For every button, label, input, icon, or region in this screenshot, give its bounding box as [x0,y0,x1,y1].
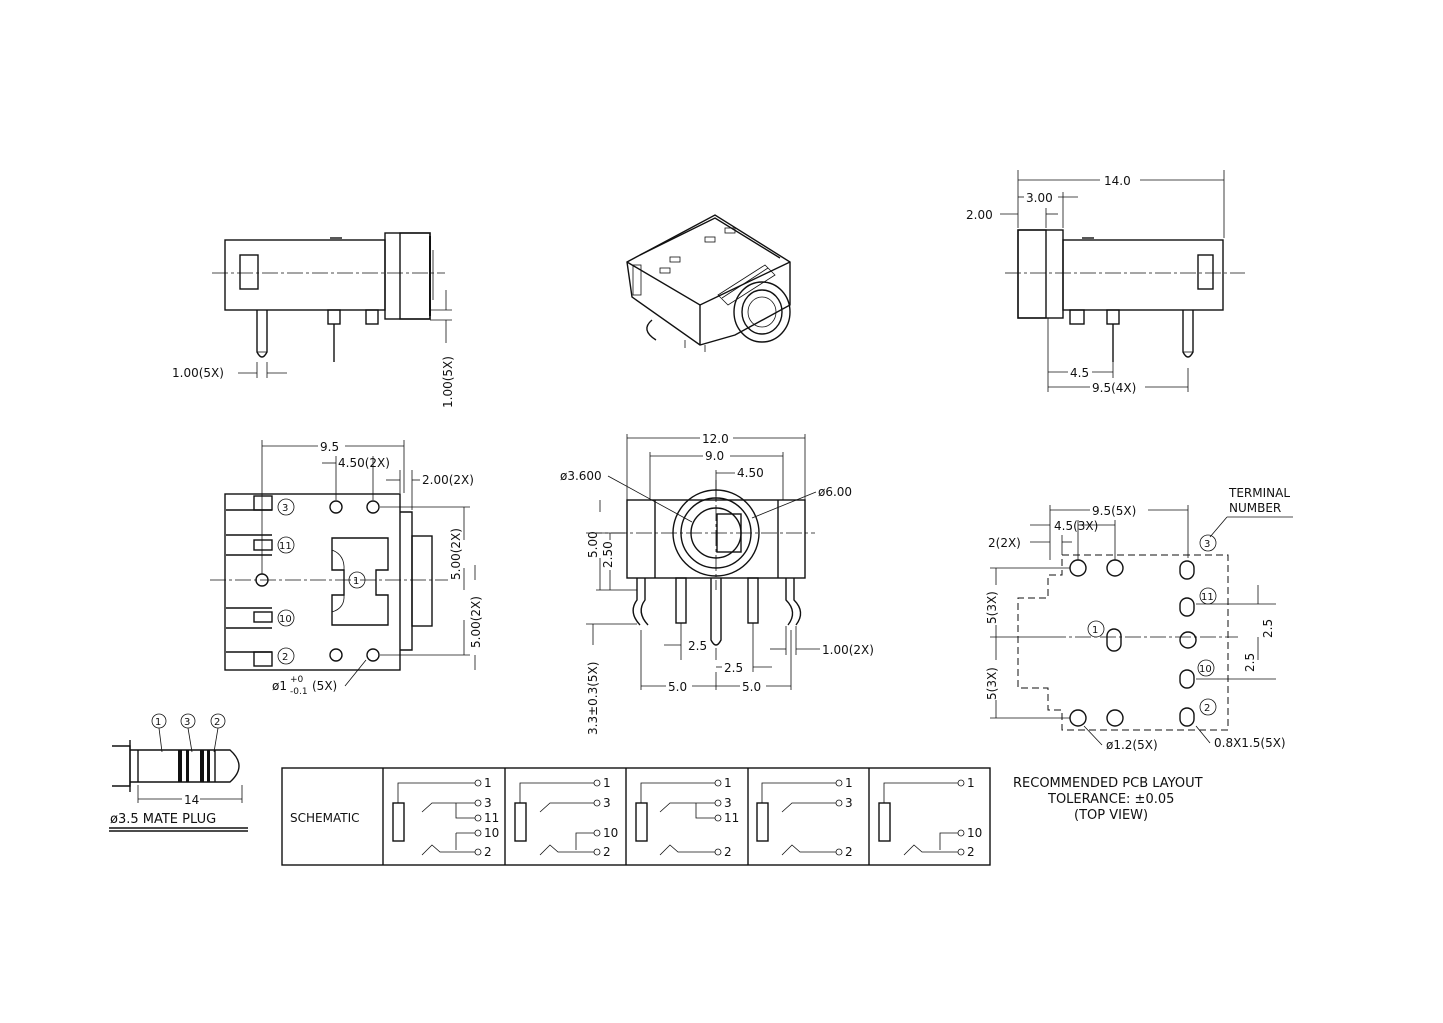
schem4-pin-2: 2 [845,845,853,859]
pcb-title-1: RECOMMENDED PCB LAYOUT [1013,776,1203,791]
top-terminal-2: 2 [282,652,288,663]
schematic-cell-3: 1 3 11 2 [635,776,739,859]
front-90-dim: 9.0 [705,449,724,463]
schem5-pin-1: 1 [967,776,975,790]
schem1-pin-10: 10 [484,826,499,840]
schem4-pin-1: 1 [845,776,853,790]
schem1-pin-1: 1 [484,776,492,790]
top-terminal-1: 1 [353,576,359,587]
top-view: 3 11 1 10 2 9.5 4.50(2X) 2.00(2X) 5.00(2… [210,440,483,697]
front-500-dim: 5.00 [586,531,600,558]
front-120-dim: 12.0 [702,432,729,446]
front-450-dim: 4.50 [737,466,764,480]
side-left-pin-dim: 1.00(5X) [172,366,224,380]
schem2-pin-1: 1 [603,776,611,790]
front-50a-dim: 5.0 [668,680,687,694]
schematic-cell-4: 1 3 2 [756,776,853,859]
pcb-25b-dim: 2.5 [1243,653,1257,672]
front-25a-dim: 2.5 [688,639,707,653]
schematic-cell-5: 1 10 2 [878,776,982,859]
top-450-dim: 4.50(2X) [338,456,390,470]
pcb-layout: 1 3 11 10 2 TERMINAL NUMBER 9.5(5X) 4.5(… [985,486,1293,823]
pcb-terminal-11: 11 [1201,592,1214,603]
schem3-pin-1: 1 [724,776,732,790]
schem1-pin-3: 3 [484,796,492,810]
pcb-95-dim: 9.5(5X) [1092,504,1136,518]
front-d600-dim: ø6.00 [818,485,852,499]
pcb-terminal-2: 2 [1204,703,1210,714]
mate-plug: 1 3 2 14 ø3.5 MATE PLUG [109,713,248,832]
schem1-pin-11: 11 [484,811,499,825]
pcb-45-dim: 4.5(3X) [1054,519,1098,533]
pcb-hole-dim: ø1.2(5X) [1106,738,1158,752]
plug-14-dim: 14 [184,793,199,807]
pcb-terminal-1: 1 [1092,625,1098,636]
top-500b-dim: 5.00(2X) [469,596,483,648]
plug-caption: ø3.5 MATE PLUG [110,812,216,827]
top-hole-count: (5X) [312,679,337,693]
top-terminal-10: 10 [279,614,292,625]
front-25b-dim: 2.5 [724,661,743,675]
side-right-total-dim: 14.0 [1104,174,1131,188]
side-left-vertical-dim: 1.00(5X) [441,356,455,408]
schem5-pin-2: 2 [967,845,975,859]
top-95-dim: 9.5 [320,440,339,454]
pcb-terminal-label-2: NUMBER [1229,501,1281,515]
isometric-view [626,214,791,352]
front-33-dim: 3.3±0.3(5X) [586,662,600,735]
front-50b-dim: 5.0 [742,680,761,694]
pcb-slot-dim: 0.8X1.5(5X) [1214,736,1286,750]
pcb-title-3: (TOP VIEW) [1074,808,1148,823]
plug-label-1: 1 [155,717,161,728]
schem3-pin-2: 2 [724,845,732,859]
pcb-terminal-3: 3 [1204,539,1210,550]
schematic-label: SCHEMATIC [290,811,359,825]
schematic-cell-1: 1 3 11 10 2 [392,776,499,859]
side-right-95-dim: 9.5(4X) [1092,381,1136,395]
front-100-dim: 1.00(2X) [822,643,874,657]
front-d3600-dim: ø3.600 [560,469,602,483]
top-terminal-11: 11 [279,541,292,552]
top-hole-tol-minus: -0.1 [290,687,308,697]
pcb-25a-dim: 2.5 [1261,619,1275,638]
schem3-pin-3: 3 [724,796,732,810]
schem3-pin-11: 11 [724,811,739,825]
schem2-pin-3: 3 [603,796,611,810]
top-hole-tol-plus: +0 [290,675,304,685]
schem2-pin-2: 2 [603,845,611,859]
top-200-dim: 2.00(2X) [422,473,474,487]
front-250-dim: 2.50 [601,541,615,568]
top-terminal-3: 3 [282,503,288,514]
side-right-2-dim: 2.00 [966,208,993,222]
pcb-5b-dim: 5(3X) [985,667,999,700]
front-view: 12.0 9.0 4.50 ø3.600 ø6.00 5.00 2.50 3.3… [560,432,874,735]
schematic-cell-2: 1 3 10 2 [514,776,618,859]
top-hole-dim: ø1 [272,679,287,693]
schematic-table: SCHEMATIC 1 3 11 10 2 1 [281,767,991,866]
pcb-5a-dim: 5(3X) [985,591,999,624]
schem4-pin-3: 3 [845,796,853,810]
side-right-3-dim: 3.00 [1026,191,1053,205]
pcb-terminal-label-1: TERMINAL [1228,486,1290,500]
plug-label-2: 2 [214,717,220,728]
top-500a-dim: 5.00(2X) [449,528,463,580]
side-view-right: 14.0 3.00 2.00 4.5 9.5(4X) [966,170,1245,395]
pcb-2-dim: 2(2X) [988,536,1021,550]
plug-label-3: 3 [184,717,190,728]
side-view-left: 1.00(5X) 1.00(5X) [172,232,455,408]
side-right-45-dim: 4.5 [1070,366,1089,380]
schem2-pin-10: 10 [603,826,618,840]
pcb-terminal-10: 10 [1199,664,1212,675]
pcb-title-2: TOLERANCE: ±0.05 [1047,792,1174,807]
schem1-pin-2: 2 [484,845,492,859]
schem5-pin-10: 10 [967,826,982,840]
